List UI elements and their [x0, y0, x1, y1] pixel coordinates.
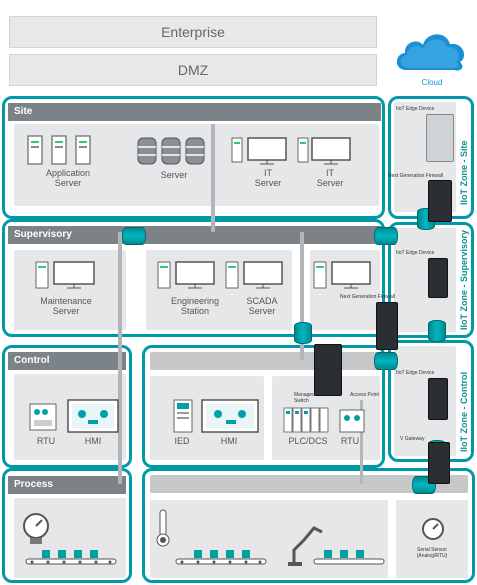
managed-switch-label-line2: Switch [294, 398, 309, 404]
cloud-label: Cloud [421, 78, 443, 87]
scada-server-label-line2: Server [248, 306, 276, 316]
it-server-a-label-line2: Server [254, 178, 282, 188]
iiot-edge-ctrl-device [428, 378, 448, 420]
connector-control-right [374, 352, 398, 370]
dmz-label: DMZ [177, 62, 209, 78]
maintenance-server-label-line2: Server [52, 306, 80, 316]
site-header: Site [8, 103, 381, 121]
supervisory-control-link [118, 232, 122, 360]
iiot-edge-ctrl-label: IIoT Edge Device [396, 370, 435, 376]
managed-switch-label-line1: Managed [294, 392, 315, 398]
engineering-station-label-line1: Engineering [170, 296, 220, 306]
process-bus-right [150, 475, 468, 493]
it-server-a-label-line1: IT [264, 168, 272, 178]
server-icon [137, 137, 205, 165]
enterprise-bar: Enterprise [9, 16, 377, 48]
rtu-mid-label: RTU [340, 436, 360, 446]
engineering-station-label-line2: Station [180, 306, 210, 316]
it-server-b-icon [297, 137, 351, 165]
iiot-zone-supervisory-label: IIoT Zone - Supervisory [459, 229, 469, 330]
engineering-station-icon [157, 261, 215, 289]
connector-iiot-sup [428, 320, 446, 342]
scada-server-icon [225, 261, 283, 289]
application-server-icon [27, 135, 91, 165]
maintenance-server-label-line1: Maintenance [40, 296, 92, 306]
serial-sensor-label-line2: (Analog/RTU) [416, 553, 448, 559]
server-label: Server [160, 170, 188, 180]
control-process-link [118, 360, 122, 484]
iiot-edge-site-label: IIoT Edge Device [396, 106, 435, 112]
iiot-zone-control-label: IIoT Zone - Control [459, 372, 469, 452]
it-server-b-label-line1: IT [326, 168, 334, 178]
ied-label: IED [174, 436, 190, 446]
process-left-icon [23, 513, 117, 565]
it-server-b-label-line2: Server [316, 178, 344, 188]
enterprise-label: Enterprise [161, 24, 225, 40]
supervisory-control-link-right [300, 232, 304, 360]
iiot-zone-site-label: IIoT Zone - Site [459, 140, 469, 206]
process-mid-icon [156, 509, 385, 566]
hmi-left-label: HMI [84, 436, 102, 446]
control-header: Control [8, 352, 126, 370]
serial-sensor-label-line1: Serial Sensor [416, 547, 447, 553]
rtu-hmi-left-icon [29, 399, 119, 433]
hmi-mid-label: HMI [220, 436, 238, 446]
access-point-label: Access Point [350, 392, 379, 398]
site-vertical-link [211, 124, 215, 232]
connector-supervisory-left [122, 227, 146, 245]
connector-supervisory-control [294, 322, 312, 344]
supervisory-workstation-icon [313, 261, 371, 289]
process-header: Process [8, 476, 126, 494]
cloud-icon [396, 34, 465, 71]
serial-sensor-icon [422, 518, 444, 540]
plc-dcs-label: PLC/DCS [288, 436, 328, 446]
serial-sensor-label: Serial Sensor(Analog/RTU) [406, 547, 458, 559]
it-server-a-icon [231, 137, 287, 165]
maintenance-server-icon [35, 261, 95, 289]
supervisory-header: Supervisory [8, 226, 381, 244]
ngfw-site-label: Next Generation Firewall [388, 173, 444, 179]
ngfw-site-device [428, 180, 452, 222]
application-server-label-line1: Application [45, 168, 91, 178]
managed-switch-device [314, 344, 342, 396]
scada-server-label-line1: SCADA [246, 296, 278, 306]
connector-supervisory-right [374, 227, 398, 245]
gateway-label: V Gateway [400, 436, 425, 442]
ngfw-supervisory-label: Next Generation Firewall [340, 294, 396, 300]
plc-rtu-icon [283, 407, 365, 433]
iiot-edge-sup-label: IIoT Edge Device [396, 250, 435, 256]
iiot-edge-sup-device [428, 258, 448, 298]
application-server-label-line2: Server [54, 178, 82, 188]
control-bus-right [150, 352, 382, 370]
gateway-device [428, 442, 450, 484]
ied-hmi-mid-icon [173, 399, 259, 433]
rtu-left-label: RTU [36, 436, 56, 446]
dmz-bar: DMZ [9, 54, 377, 86]
process-panel-mid [150, 500, 388, 578]
iiot-edge-site-device [426, 114, 454, 162]
access-point-link [360, 400, 363, 484]
ngfw-supervisory-device [376, 302, 398, 350]
